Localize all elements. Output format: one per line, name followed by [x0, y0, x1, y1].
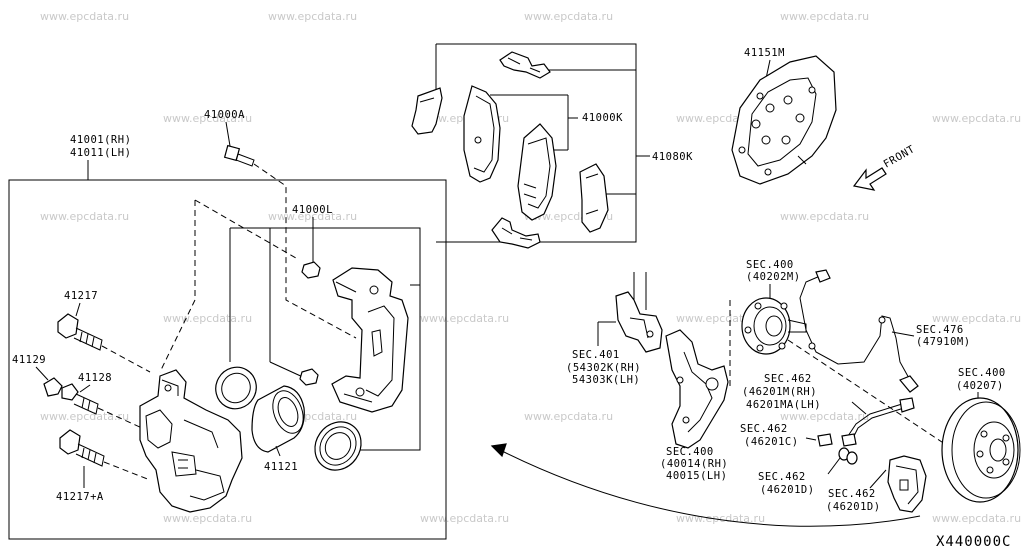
- label-41217: 41217: [64, 290, 98, 302]
- label-40207: (40207): [956, 380, 1004, 392]
- diagram-code: X440000C: [936, 534, 1011, 550]
- brake-pad-inner: [463, 85, 501, 183]
- label-41000k: 41000K: [582, 112, 623, 124]
- watermark: www.epcdata.ru: [40, 410, 129, 423]
- label-40202m: (40202M): [746, 271, 801, 283]
- nut-lower: [299, 368, 319, 386]
- wheel-hub: [741, 297, 807, 355]
- watermark: www.epcdata.ru: [524, 410, 613, 423]
- label-54302k: (54302K(RH): [566, 362, 641, 374]
- hose-washer-46201d: [838, 447, 858, 465]
- watermark: www.epcdata.ru: [932, 312, 1021, 325]
- dust-shield-41151m: [731, 55, 837, 185]
- steering-knuckle-40014: [665, 329, 729, 449]
- pad-shim: [411, 87, 443, 135]
- label-sec400-b: SEC.400: [958, 367, 1006, 379]
- bleeder-screw-41128: [61, 383, 99, 415]
- label-41011-lh: 41011(LH): [70, 147, 131, 159]
- label-46201ma: 46201MA(LH): [746, 399, 821, 411]
- knuckle-bracket-sec401: [615, 291, 663, 353]
- label-sec462-a: SEC.462: [764, 373, 812, 385]
- watermark: www.epcdata.ru: [268, 210, 357, 223]
- brake-pad-outer: [517, 123, 557, 221]
- label-41001-rh: 41001(RH): [70, 134, 131, 146]
- watermark: www.epcdata.ru: [780, 10, 869, 23]
- watermark: www.epcdata.ru: [163, 112, 252, 125]
- watermarks: www.epcdata.ru www.epcdata.ru www.epcdat…: [40, 10, 1021, 525]
- bleeder-cap-41129: [43, 377, 63, 397]
- label-41000a: 41000A: [204, 109, 245, 121]
- pad-shim-outer: [579, 163, 609, 233]
- label-41217-a: 41217+A: [56, 491, 104, 503]
- label-41121: 41121: [264, 461, 298, 473]
- bolt-41000a: [223, 144, 255, 167]
- label-54303k: 54303K(LH): [572, 374, 640, 386]
- label-40014: (40014(RH): [660, 458, 728, 470]
- piston-41121: [251, 385, 305, 453]
- label-46201c: (46201C): [744, 436, 799, 448]
- bolt-41217: [57, 313, 103, 351]
- bolt-41217-a: [59, 429, 105, 467]
- watermark: www.epcdata.ru: [932, 112, 1021, 125]
- label-41151m: 41151M: [744, 47, 785, 59]
- label-41128: 41128: [78, 372, 112, 384]
- pad-clip-upper: [499, 51, 551, 79]
- rotation-arrow: [490, 443, 921, 527]
- watermark: www.epcdata.ru: [780, 410, 869, 423]
- piston-boot: [314, 421, 362, 471]
- watermark: www.epcdata.ru: [420, 512, 509, 525]
- brake-rotor-40207: [941, 397, 1021, 503]
- hose-bolt-46201c: [817, 433, 833, 447]
- label-sec462-d: SEC.462: [828, 488, 876, 500]
- watermark: www.epcdata.ru: [780, 210, 869, 223]
- label-46201d-lower: (46201D): [826, 501, 881, 513]
- label-41129: 41129: [12, 354, 46, 366]
- label-sec400-a: SEC.400: [746, 259, 794, 271]
- watermark: www.epcdata.ru: [268, 10, 357, 23]
- label-sec400-c: SEC.400: [666, 446, 714, 458]
- label-40015: 40015(LH): [666, 470, 727, 482]
- brake-hose-46201m: [841, 397, 915, 447]
- label-sec462-b: SEC.462: [740, 423, 788, 435]
- caliper-small: [887, 455, 927, 513]
- abs-sensor-wire-47910m: [799, 269, 919, 393]
- caliper-assembly-frame: [8, 179, 447, 540]
- watermark: www.epcdata.ru: [40, 210, 129, 223]
- watermark: www.epcdata.ru: [524, 10, 613, 23]
- label-41080k: 41080K: [652, 151, 693, 163]
- label-46201d: (46201D): [760, 484, 815, 496]
- watermark: www.epcdata.ru: [40, 10, 129, 23]
- seal-ring: [215, 366, 257, 410]
- torque-member-41000l: [331, 267, 409, 413]
- watermark: www.epcdata.ru: [163, 512, 252, 525]
- caliper-body: [139, 369, 243, 513]
- label-sec476: SEC.476: [916, 324, 964, 336]
- nut-upper: [301, 261, 321, 279]
- label-46201m: (46201M(RH): [742, 386, 817, 398]
- front-direction-arrow: FRONT: [852, 143, 918, 191]
- watermark: www.epcdata.ru: [932, 512, 1021, 525]
- label-sec401: SEC.401: [572, 349, 620, 361]
- label-47910m: (47910M): [916, 336, 971, 348]
- watermark: www.epcdata.ru: [420, 312, 509, 325]
- watermark: www.epcdata.ru: [676, 512, 765, 525]
- label-sec462-c: SEC.462: [758, 471, 806, 483]
- label-41000l: 41000L: [292, 204, 333, 216]
- watermark: www.epcdata.ru: [163, 312, 252, 325]
- pad-clip-lower: [491, 217, 541, 249]
- label-front: FRONT: [882, 143, 918, 171]
